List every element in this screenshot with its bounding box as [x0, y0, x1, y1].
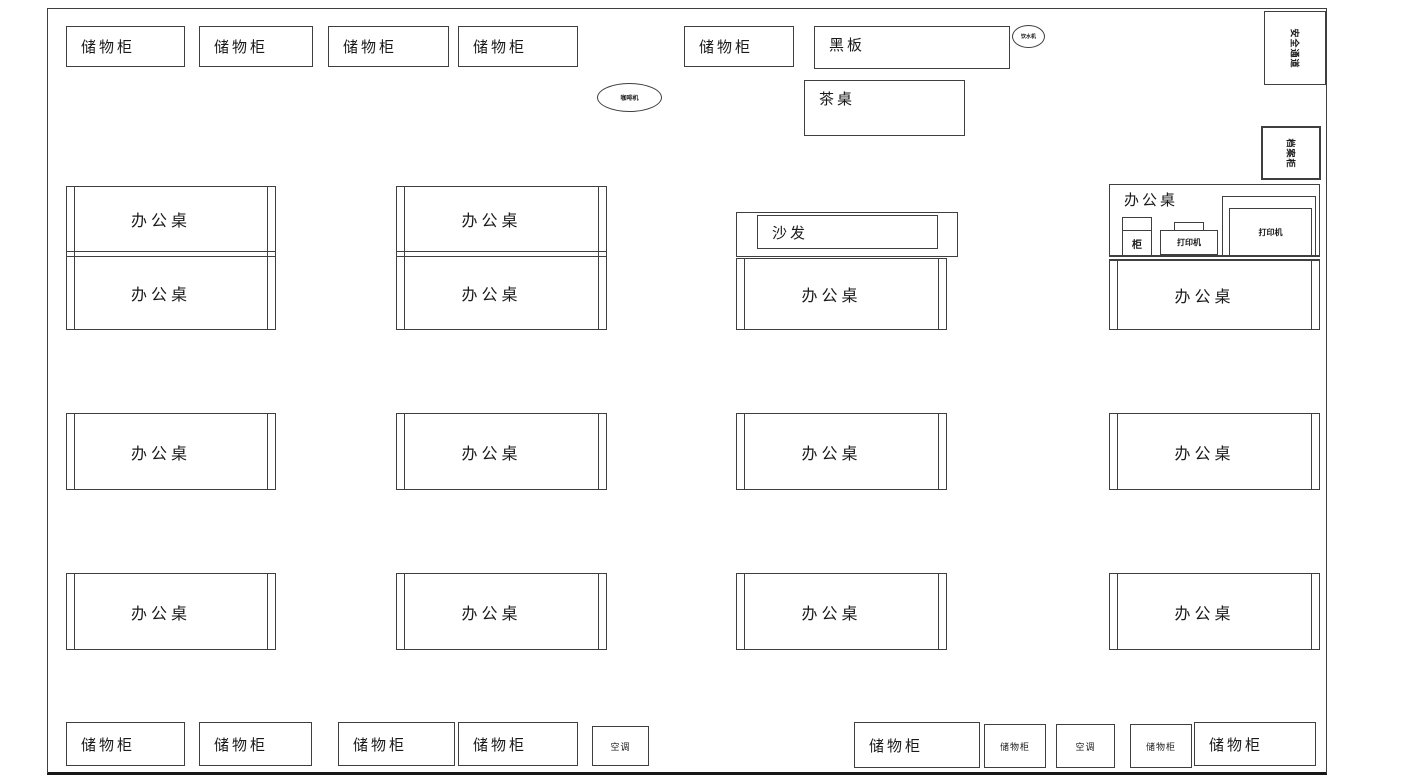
office-desk-label: 办公桌	[801, 605, 862, 623]
office-desk-label: 办公桌	[1174, 445, 1235, 463]
safety-exit-box: 安全通道	[1264, 11, 1326, 85]
office-desk-label: 办公桌	[130, 605, 191, 623]
file-cabinet-box: 档案柜	[1261, 126, 1321, 180]
air-conditioner: 空调	[592, 726, 649, 766]
office-desk-label: 办公桌	[1124, 193, 1179, 209]
office-desk-label: 办公桌	[801, 445, 862, 463]
desk-edge-left	[737, 259, 745, 329]
printer-small: 打印机	[1160, 230, 1218, 255]
storage-cabinet: 储物柜	[1130, 724, 1192, 768]
storage-cabinet: 储物柜	[199, 26, 313, 67]
storage-cabinet: 储物柜	[458, 26, 578, 67]
tea-table: 茶桌	[804, 80, 965, 136]
storage-cabinet: 储物柜	[199, 722, 312, 766]
office-desk-label: 办公桌	[1174, 289, 1235, 306]
desk-edge-left	[737, 414, 745, 489]
printer-large-label: 打印机	[1229, 208, 1312, 257]
office-desk: 办公桌	[67, 187, 275, 251]
office-desk: 办公桌	[67, 257, 275, 329]
office-desk: 办公桌	[396, 413, 607, 490]
desk-edge-left	[397, 574, 405, 649]
blackboard: 黑板	[814, 26, 1010, 69]
office-desk: 办公桌	[736, 258, 947, 330]
storage-cabinet: 储物柜	[984, 724, 1046, 768]
desk-edge-left	[737, 574, 745, 649]
small-cabinet-label: 柜	[1132, 240, 1142, 251]
printer-large: 打印机	[1222, 196, 1316, 257]
storage-cabinet: 储物柜	[1194, 722, 1316, 766]
storage-cabinet: 储物柜	[328, 26, 449, 67]
office-desk: 办公桌	[396, 573, 607, 650]
office-desk-label: 办公桌	[130, 213, 191, 230]
office-desk-label: 办公桌	[461, 445, 522, 463]
office-desk-label: 办公桌	[801, 288, 862, 305]
desk-group: 办公桌 办公桌	[396, 186, 607, 330]
storage-cabinet: 储物柜	[66, 722, 185, 766]
storage-cabinet: 储物柜	[854, 722, 980, 768]
cabinet-divider	[1123, 218, 1151, 231]
desk-edge-right	[1311, 261, 1319, 329]
desk-group: 办公桌 办公桌	[66, 186, 276, 330]
desk-divider	[1109, 256, 1320, 260]
office-desk: 办公桌	[1109, 260, 1320, 330]
desk-edge-left	[67, 187, 75, 329]
office-desk: 办公桌	[66, 573, 276, 650]
office-desk: 办公桌	[736, 413, 947, 490]
office-desk-label: 办公桌	[130, 445, 191, 463]
sofa-outer: 沙发	[736, 212, 958, 257]
desk-edge-left	[67, 414, 75, 489]
small-cabinet: 柜	[1122, 217, 1152, 257]
office-desk-label: 办公桌	[461, 605, 522, 623]
desk-edge-right	[598, 414, 606, 489]
storage-cabinet: 储物柜	[684, 26, 794, 67]
office-desk: 办公桌	[1109, 413, 1320, 490]
desk-edge-left	[1110, 414, 1118, 489]
office-desk: 办公桌	[1109, 573, 1320, 650]
water-dispenser-icon: 饮水机	[1012, 25, 1045, 48]
desk-edge-right	[938, 574, 946, 649]
desk-edge-left	[1110, 261, 1118, 329]
desk-edge-left	[397, 414, 405, 489]
desk-edge-right	[938, 414, 946, 489]
desk-edge-right	[938, 259, 946, 329]
desk-divider	[397, 251, 606, 257]
desk-edge-left	[67, 574, 75, 649]
desk-edge-right	[1311, 574, 1319, 649]
storage-cabinet: 储物柜	[458, 722, 578, 766]
office-desk-label: 办公桌	[1174, 605, 1235, 623]
desk-edge-right	[598, 187, 606, 329]
office-desk-label: 办公桌	[461, 213, 522, 230]
office-desk: 办公桌	[397, 187, 606, 251]
sofa: 沙发	[757, 215, 938, 249]
desk-edge-right	[267, 574, 275, 649]
office-desk: 办公桌	[397, 257, 606, 329]
desk-edge-right	[267, 414, 275, 489]
room-outline	[47, 8, 1327, 775]
coffee-machine-icon: 咖啡机	[597, 83, 662, 112]
storage-cabinet: 储物柜	[66, 26, 185, 67]
office-desk: 办公桌	[736, 573, 947, 650]
safety-exit-label: 安全通道	[1289, 27, 1300, 69]
air-conditioner: 空调	[1056, 724, 1115, 768]
office-desk: 办公桌	[66, 413, 276, 490]
storage-cabinet: 储物柜	[338, 722, 455, 766]
desk-edge-left	[1110, 574, 1118, 649]
desk-edge-right	[1311, 414, 1319, 489]
printer-station: 办公桌 柜 打印机 打印机	[1109, 184, 1320, 257]
desk-edge-right	[598, 574, 606, 649]
file-cabinet-label: 档案柜	[1285, 137, 1296, 169]
desk-edge-right	[267, 187, 275, 329]
desk-edge-left	[397, 187, 405, 329]
desk-divider	[67, 251, 275, 257]
office-desk-label: 办公桌	[130, 287, 191, 304]
office-desk-label: 办公桌	[461, 287, 522, 304]
